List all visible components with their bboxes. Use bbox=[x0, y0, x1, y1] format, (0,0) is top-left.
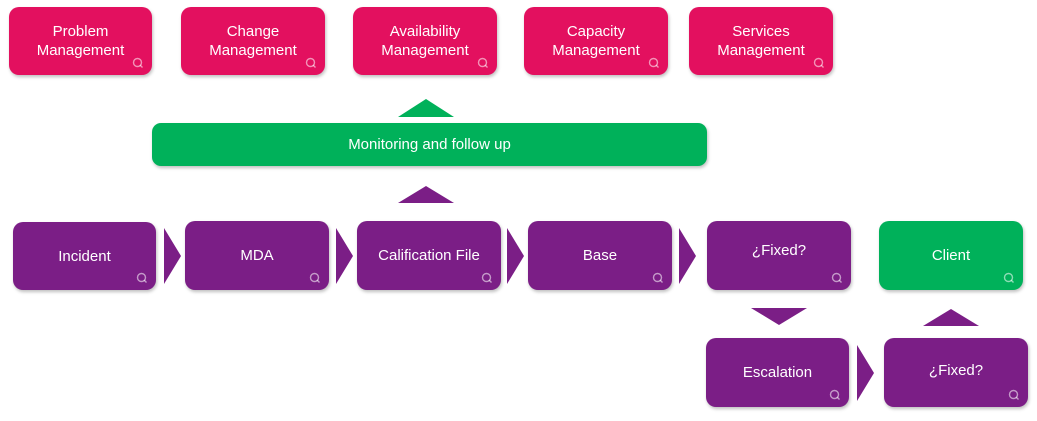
q-logo-icon bbox=[481, 272, 493, 284]
client-box: Client bbox=[879, 221, 1023, 290]
right-arrow-icon bbox=[857, 345, 874, 401]
q-logo-icon bbox=[136, 272, 148, 284]
services-management-label: Services Management bbox=[717, 23, 805, 59]
incident-box: Incident bbox=[13, 222, 156, 290]
q-logo-icon bbox=[813, 57, 825, 69]
right-arrow-icon bbox=[679, 228, 696, 284]
second-fixed-check-box: ¿Fixed? bbox=[884, 338, 1028, 407]
up-arrow-icon bbox=[398, 99, 454, 117]
second-fixed-check-label: ¿Fixed? bbox=[928, 362, 984, 379]
base-label: Base bbox=[582, 247, 618, 264]
services-management-box: Services Management bbox=[689, 7, 833, 75]
calification-file-box: Calification File bbox=[357, 221, 501, 290]
right-arrow-icon bbox=[164, 228, 181, 284]
up-arrow-icon bbox=[923, 309, 979, 326]
change-management-box: Change Management bbox=[181, 7, 325, 75]
problem-management-label: Problem Management bbox=[36, 23, 125, 59]
q-logo-icon bbox=[831, 272, 843, 284]
availability-management-box: Availability Management bbox=[353, 7, 497, 75]
problem-management-box: Problem Management bbox=[9, 7, 152, 75]
incident-label: Incident bbox=[58, 247, 111, 265]
calification-file-label: Calification File bbox=[378, 247, 480, 264]
q-logo-icon bbox=[1008, 389, 1020, 401]
capacity-management-label: Capacity Management bbox=[552, 23, 640, 59]
q-logo-icon bbox=[132, 57, 144, 69]
escalation-box: Escalation bbox=[706, 338, 849, 407]
mda-box: MDA bbox=[185, 221, 329, 290]
q-logo-icon bbox=[1003, 272, 1015, 284]
fixed-check-box: ¿Fixed? bbox=[707, 221, 851, 290]
q-logo-icon bbox=[309, 272, 321, 284]
fixed-check-label: ¿Fixed? bbox=[751, 242, 807, 259]
q-logo-icon bbox=[648, 57, 660, 69]
base-box: Base bbox=[528, 221, 672, 290]
escalation-label: Escalation bbox=[742, 364, 813, 381]
right-arrow-icon bbox=[336, 228, 353, 284]
up-arrow-icon bbox=[398, 186, 454, 203]
capacity-management-box: Capacity Management bbox=[524, 7, 668, 75]
monitoring-bar: Monitoring and follow up bbox=[152, 123, 707, 166]
q-logo-icon bbox=[477, 57, 489, 69]
mda-label: MDA bbox=[240, 247, 274, 264]
client-label: Client bbox=[931, 247, 971, 264]
q-logo-icon bbox=[652, 272, 664, 284]
right-arrow-icon bbox=[507, 228, 524, 284]
down-arrow-icon bbox=[751, 308, 807, 325]
monitoring-label: Monitoring and follow up bbox=[348, 136, 511, 153]
q-logo-icon bbox=[305, 57, 317, 69]
change-management-label: Change Management bbox=[209, 23, 297, 59]
q-logo-icon bbox=[829, 389, 841, 401]
availability-management-label: Availability Management bbox=[381, 23, 469, 59]
